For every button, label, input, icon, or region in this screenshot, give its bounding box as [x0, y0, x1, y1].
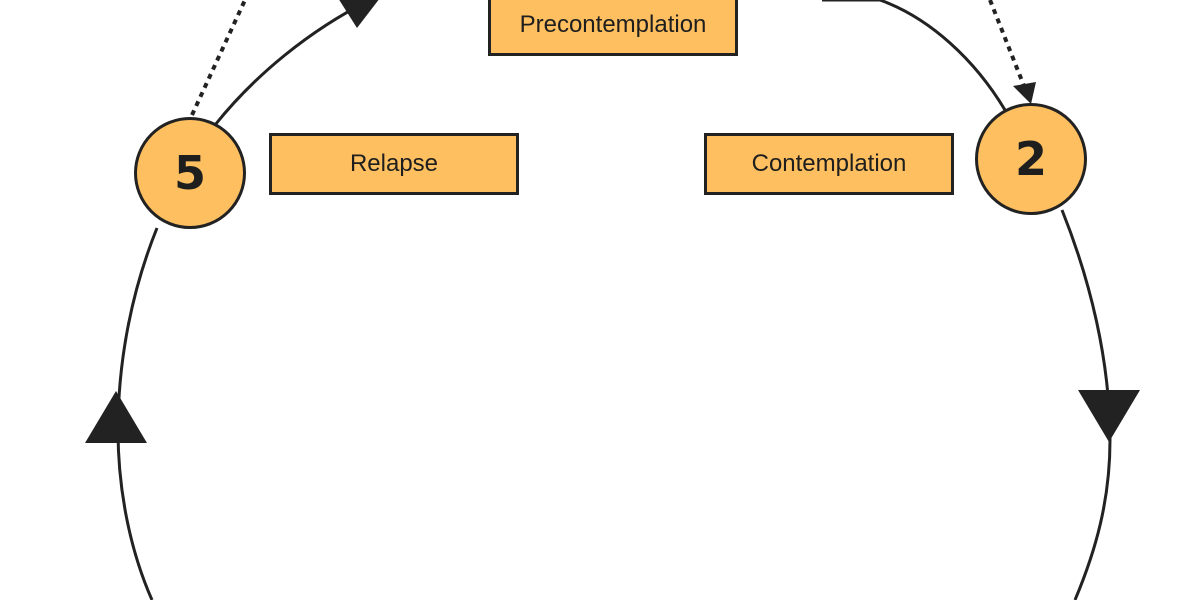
arrowhead-top-left [339, 0, 379, 28]
cycle-arc-left-upper [213, 0, 371, 126]
arrowhead-dotted-right [1013, 82, 1036, 104]
dotted-connector-left [190, 0, 247, 116]
arrowhead-left-up [85, 391, 147, 443]
stage-box-relapse: Relapse [269, 133, 519, 195]
stage-box-precontemplation: Precontemplation [488, 0, 738, 56]
stage-number-5: 5 [134, 117, 246, 229]
stage-number-2: 2 [975, 103, 1087, 215]
stage-box-contemplation: Contemplation [704, 133, 954, 195]
arrowhead-right-down [1078, 390, 1140, 442]
dotted-connector-right [988, 0, 1026, 87]
cycle-arc-right-upper [822, 0, 1007, 111]
